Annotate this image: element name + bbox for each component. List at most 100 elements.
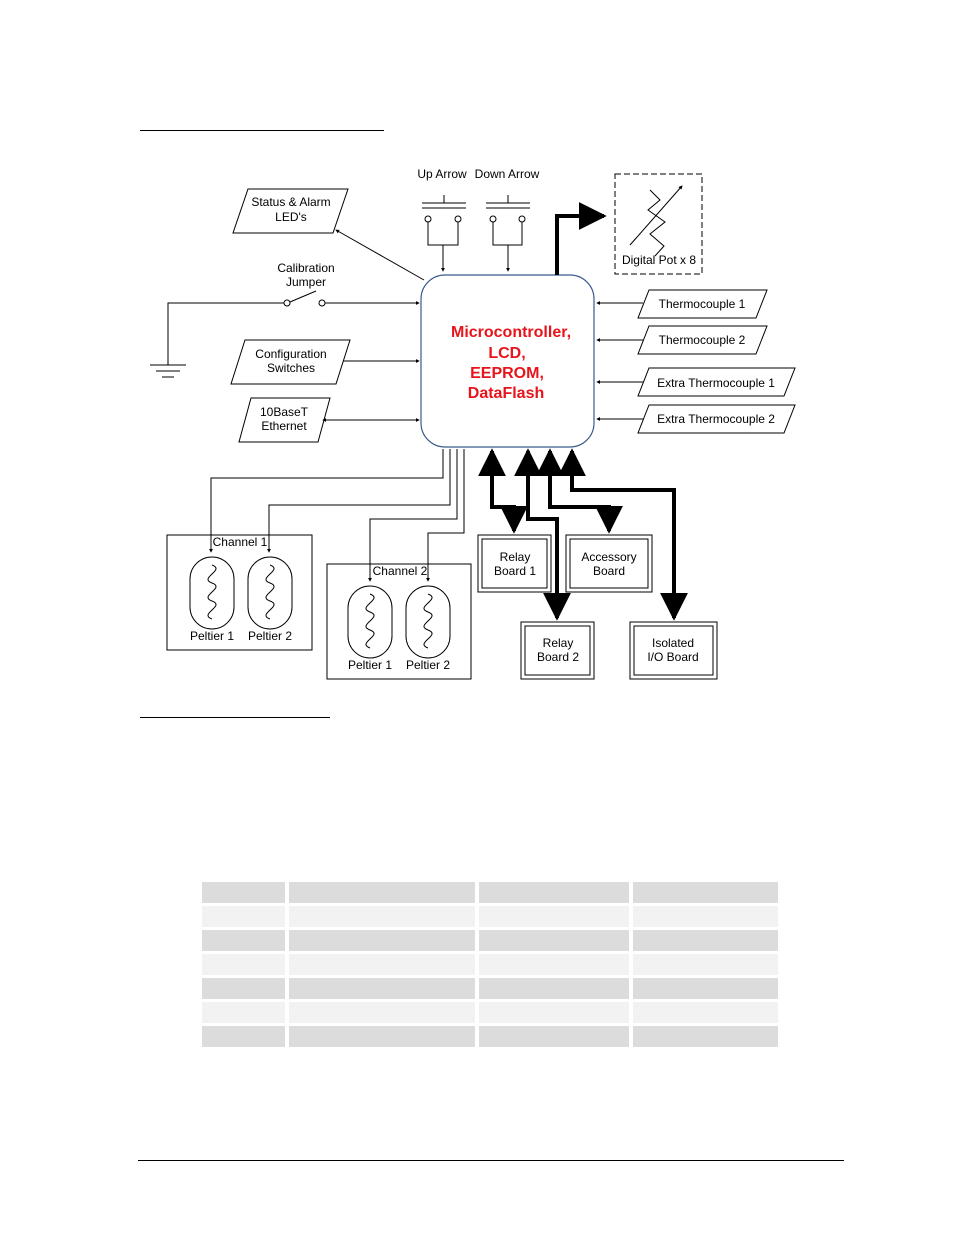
table-cell — [633, 930, 778, 951]
core-to-digital-pot-bus — [555, 202, 607, 275]
channel-2-block: Channel 2 Peltier 1 Peltier 2 — [326, 563, 472, 680]
ethernet-line-2: Ethernet — [261, 419, 307, 433]
table-cell — [479, 978, 629, 999]
table-cell — [479, 882, 629, 903]
table-row — [202, 1026, 778, 1047]
channel-1-peltier-1-label: Peltier 1 — [190, 629, 234, 643]
table-cell — [289, 882, 475, 903]
core-line-2: LCD, — [488, 345, 525, 362]
channel-1-label: Channel 1 — [213, 535, 268, 549]
status-leds-block: Status & Alarm LED's — [232, 188, 349, 234]
thermocouple-2-block: Thermocouple 2 — [637, 325, 768, 355]
ethernet-block: 10BaseT Ethernet — [238, 397, 331, 443]
down-arrow-label: Down Arrow — [475, 167, 540, 181]
bus-relay-board-1 — [478, 448, 528, 534]
table-cell — [202, 978, 285, 999]
configuration-switches-block: Configuration Switches — [230, 339, 351, 385]
down-arrow-button-symbol — [486, 195, 530, 272]
ethernet-line-1: 10BaseT — [260, 405, 309, 419]
table-cell — [633, 954, 778, 975]
table-cell — [479, 930, 629, 951]
up-down-buttons: Up Arrow Down Arrow — [417, 167, 540, 272]
extra-thermocouple-1-label: Extra Thermocouple 1 — [657, 376, 775, 390]
microcontroller-block: Microcontroller, LCD, EEPROM, DataFlash — [420, 274, 595, 448]
status-leds-line-2: LED's — [275, 210, 307, 224]
board-buses — [478, 448, 688, 621]
table-cell — [479, 906, 629, 927]
thermocouple-1-label: Thermocouple 1 — [659, 297, 746, 311]
table-row — [202, 1002, 778, 1023]
up-arrow-label: Up Arrow — [417, 167, 467, 181]
ground-symbol — [150, 364, 186, 378]
table-cell — [289, 906, 475, 927]
table-cell — [289, 930, 475, 951]
channel-1-block: Channel 1 Peltier 1 Peltier 2 — [166, 534, 313, 651]
isolated-io-board-block: Isolated I/O Board — [629, 621, 718, 680]
relay-board-2-block: Relay Board 2 — [520, 621, 595, 680]
core-to-status-leds-line — [335, 229, 425, 281]
table-cell — [202, 930, 285, 951]
table-cell — [289, 1002, 475, 1023]
page-footer-rule — [138, 1160, 844, 1161]
channel-1-peltier-2-label: Peltier 2 — [248, 629, 292, 643]
extra-thermocouple-2-label: Extra Thermocouple 2 — [657, 412, 775, 426]
peltier-control-lines — [209, 449, 465, 582]
table-row — [202, 930, 778, 951]
channel-2-label: Channel 2 — [373, 564, 428, 578]
core-line-4: DataFlash — [468, 385, 544, 402]
table-cell — [202, 882, 285, 903]
status-leds-line-1: Status & Alarm — [251, 195, 330, 209]
section-heading-rule-top — [140, 130, 384, 131]
core-line-1: Microcontroller, — [451, 324, 571, 341]
relay-board-2-line-1: Relay — [543, 636, 574, 650]
accessory-board-block: Accessory Board — [565, 534, 653, 593]
table-cell — [479, 1026, 629, 1047]
table-cell — [633, 882, 778, 903]
table-cell — [202, 954, 285, 975]
bus-isolated-io-board — [558, 448, 688, 621]
accessory-board-line-1: Accessory — [581, 550, 636, 564]
channel-2-peltier-1: Peltier 1 — [347, 585, 393, 672]
table-cell — [289, 1026, 475, 1047]
table-cell — [202, 1002, 285, 1023]
isolated-io-board-line-2: I/O Board — [647, 650, 698, 664]
relay-board-1-block: Relay Board 1 — [477, 534, 552, 593]
relay-board-1-line-1: Relay — [500, 550, 531, 564]
table-cell — [202, 1026, 285, 1047]
channel-2-peltier-1-label: Peltier 1 — [348, 658, 392, 672]
table-cell — [633, 978, 778, 999]
table-cell — [479, 1002, 629, 1023]
table-cell — [289, 954, 475, 975]
digital-pot-label: Digital Pot x 8 — [622, 253, 696, 267]
channel-2-peltier-2: Peltier 2 — [405, 585, 451, 672]
up-arrow-button-symbol — [422, 195, 466, 272]
core-line-3: EEPROM, — [470, 365, 544, 382]
data-table — [198, 879, 782, 1050]
channel-2-peltier-2-label: Peltier 2 — [406, 658, 450, 672]
config-switches-line-1: Configuration — [255, 347, 326, 361]
table-cell — [479, 954, 629, 975]
extra-thermocouple-2-block: Extra Thermocouple 2 — [637, 404, 796, 434]
table-row — [202, 978, 778, 999]
relay-board-1-line-2: Board 1 — [494, 564, 536, 578]
calibration-jumper-line-1: Calibration — [277, 261, 334, 275]
thermocouple-1-block: Thermocouple 1 — [637, 289, 768, 319]
table-cell — [633, 1026, 778, 1047]
thermocouple-2-label: Thermocouple 2 — [659, 333, 746, 347]
channel-1-peltier-1: Peltier 1 — [189, 556, 235, 643]
digital-pot-block: Digital Pot x 8 — [614, 173, 703, 275]
isolated-io-board-line-1: Isolated — [652, 636, 694, 650]
table-cell — [289, 978, 475, 999]
calibration-jumper-block: Calibration Jumper — [150, 261, 420, 378]
channel-1-peltier-2: Peltier 2 — [247, 556, 293, 643]
section-heading-rule-middle — [140, 717, 330, 718]
config-switches-line-2: Switches — [267, 361, 315, 375]
table-cell — [633, 906, 778, 927]
table-cell — [202, 906, 285, 927]
relay-board-2-line-2: Board 2 — [537, 650, 579, 664]
table-cell — [633, 1002, 778, 1023]
calibration-jumper-line-2: Jumper — [286, 275, 326, 289]
extra-thermocouple-1-block: Extra Thermocouple 1 — [637, 367, 796, 397]
table-row — [202, 954, 778, 975]
